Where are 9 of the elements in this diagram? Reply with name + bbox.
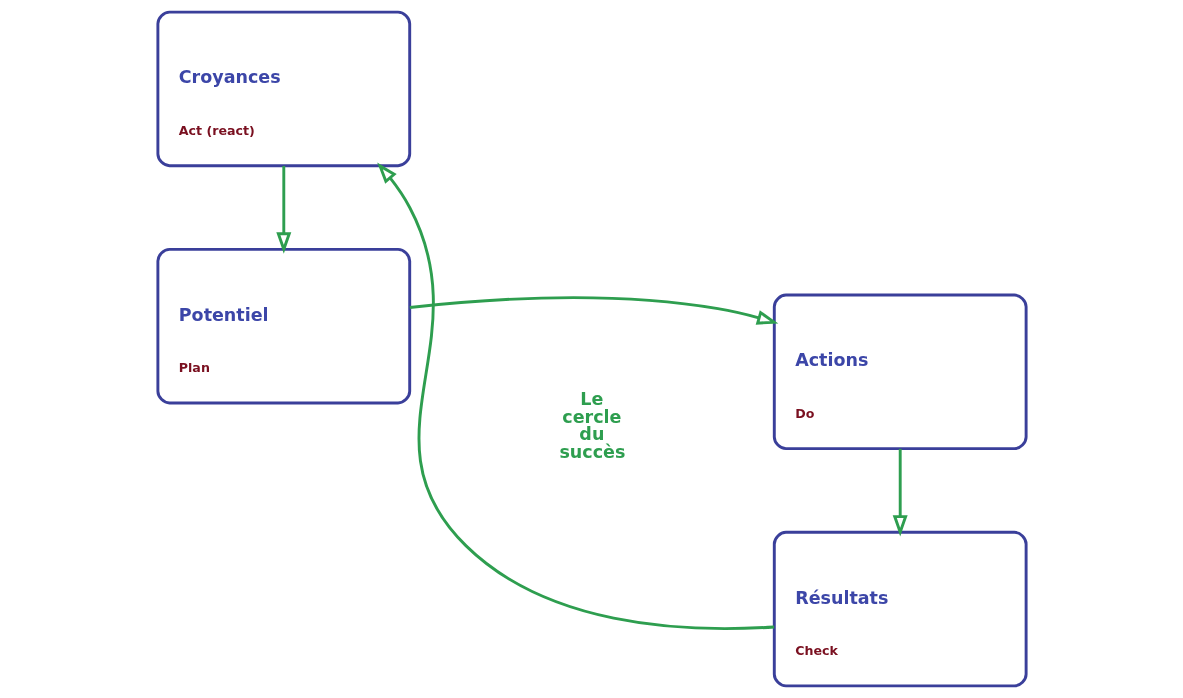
node-box: Croyances Act (react) (155, 10, 411, 168)
label: Le cercle du succès (558, 389, 625, 462)
node-box: Actions Do (772, 293, 1028, 451)
node-box: Résultats Check (772, 530, 1028, 688)
arrow (409, 296, 778, 325)
node-box: Potentiel Plan (155, 247, 411, 405)
arrow (892, 448, 908, 537)
arrow (376, 162, 774, 630)
arrow (275, 165, 291, 254)
